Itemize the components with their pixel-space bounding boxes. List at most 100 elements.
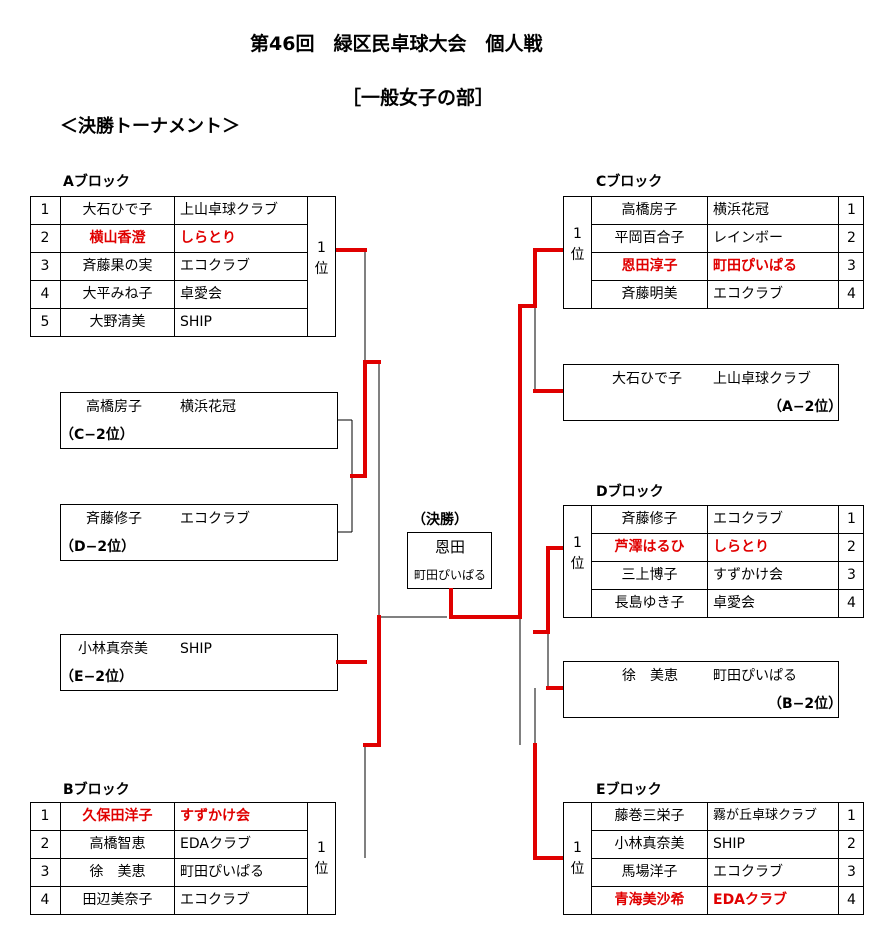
player-name-winner: 横山香澄 [89, 230, 146, 246]
rank-note: （B−2位） [768, 696, 843, 712]
player-name-winner: 青海美沙希 [614, 892, 685, 908]
row-number: 1 [40, 202, 50, 218]
row-number: 4 [847, 595, 856, 611]
row-number: 4 [847, 892, 856, 908]
d2-box [60, 504, 338, 561]
rank-label: 1 位 [570, 840, 585, 877]
page-title: 第46回 緑区民卓球大会 個人戦 [250, 33, 543, 55]
player-club: 町田ぴいぱる [713, 668, 797, 684]
player-name: 高橋房子 [621, 202, 678, 218]
row-number: 3 [847, 567, 856, 583]
player-name: 斉藤修子 [621, 511, 678, 527]
player-club: 霧が丘卓球クラブ [713, 808, 818, 823]
block-e-grid [563, 802, 864, 915]
row-number: 3 [40, 864, 50, 880]
rank-label: 1 位 [570, 226, 585, 263]
player-name: 小林真奈美 [78, 641, 148, 657]
rank-note: （C−2位） [60, 427, 134, 443]
rank-note: （D−2位） [60, 539, 136, 555]
row-number: 2 [847, 539, 856, 555]
player-club: SHIP [180, 314, 212, 330]
player-name: 大石ひで子 [612, 371, 682, 387]
block-a-grid [30, 196, 336, 337]
rank-label: 1 位 [570, 535, 585, 572]
player-club: 横浜花冠 [713, 202, 769, 218]
block-c-grid [563, 196, 864, 309]
row-number: 4 [847, 286, 856, 302]
row-number: 1 [847, 511, 856, 527]
player-club-winner: すずかけ会 [180, 808, 250, 824]
player-club: エコクラブ [713, 864, 783, 880]
player-name: 徐 美恵 [89, 864, 146, 880]
player-club: 上山卓球クラブ [180, 202, 278, 218]
player-club: SHIP [180, 641, 212, 657]
player-club: エコクラブ [180, 258, 250, 274]
player-club-winner: しらとり [180, 230, 236, 246]
player-name: 高橋房子 [86, 399, 142, 415]
player-club: エコクラブ [180, 892, 250, 908]
champion-name: 恩田 [434, 538, 465, 556]
block-b-label: Bブロック [63, 782, 130, 798]
player-name-winner: 久保田洋子 [82, 808, 153, 824]
row-number: 2 [847, 836, 856, 852]
player-name: 高橋智恵 [89, 836, 146, 852]
player-club: 横浜花冠 [180, 399, 236, 415]
player-club: SHIP [713, 836, 745, 852]
player-name: 大平みね子 [82, 286, 153, 302]
row-number: 2 [40, 836, 50, 852]
player-club-winner: EDAクラブ [713, 892, 788, 908]
player-club: 卓愛会 [180, 286, 222, 302]
champion-club: 町田ぴいぱる [413, 568, 486, 582]
block-b-grid [30, 802, 336, 915]
player-name: 馬場洋子 [621, 864, 678, 880]
row-number: 4 [40, 286, 50, 302]
player-name: 斉藤修子 [86, 511, 142, 527]
block-d-label: Dブロック [596, 484, 664, 500]
player-club: すずかけ会 [713, 567, 783, 583]
section-title: ＜決勝トーナメント＞ [60, 116, 240, 137]
player-name: 三上博子 [621, 567, 678, 583]
block-c-label: Cブロック [596, 174, 663, 190]
player-name: 徐 美恵 [622, 668, 678, 684]
row-number: 1 [40, 808, 50, 824]
player-name: 小林真奈美 [614, 836, 685, 852]
row-number: 2 [40, 230, 50, 246]
rank-note: （A−2位） [768, 399, 843, 415]
row-number: 2 [847, 230, 856, 246]
block-e-label: Eブロック [596, 782, 662, 798]
row-number: 1 [847, 808, 856, 824]
player-name: 大野清美 [89, 314, 146, 330]
block-d-grid [563, 505, 864, 618]
winner-path [336, 248, 563, 860]
player-club: EDAクラブ [180, 836, 251, 852]
player-club-winner: しらとり [713, 539, 769, 555]
row-number: 3 [847, 864, 856, 880]
player-club: 上山卓球クラブ [713, 371, 811, 387]
rank-label: 1 位 [314, 840, 329, 877]
final-label: （決勝） [412, 512, 468, 528]
player-club-winner: 町田ぴいぱる [713, 258, 797, 274]
player-name: 斉藤果の実 [82, 258, 153, 274]
c2-box [60, 392, 338, 449]
player-name: 斉藤明美 [621, 286, 678, 302]
row-number: 3 [847, 258, 856, 274]
player-club: エコクラブ [713, 511, 783, 527]
rank-label: 1 位 [314, 240, 329, 277]
division-title: ［一般女子の部］ [342, 87, 495, 109]
a2-box [563, 364, 839, 421]
player-name-winner: 芦澤はるひ [614, 539, 685, 555]
player-club: 町田ぴいぱる [180, 864, 264, 880]
player-club: エコクラブ [180, 511, 250, 527]
row-number: 4 [40, 892, 50, 908]
player-name: 長島ゆき子 [614, 595, 685, 611]
player-name: 藤巻三栄子 [614, 808, 685, 824]
player-name-winner: 恩田淳子 [621, 258, 678, 274]
row-number: 3 [40, 258, 50, 274]
player-club: 卓愛会 [713, 595, 755, 611]
player-name: 大石ひで子 [82, 202, 153, 218]
row-number: 5 [40, 314, 50, 330]
player-name: 平岡百合子 [614, 230, 685, 246]
player-club: エコクラブ [713, 286, 783, 302]
block-a-label: Aブロック [63, 174, 130, 190]
